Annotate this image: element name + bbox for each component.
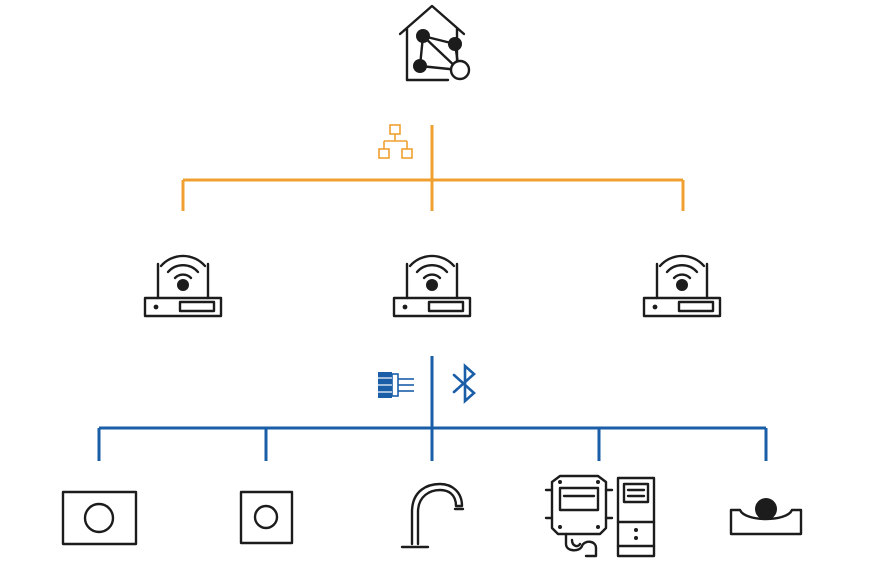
wifi-access-point-icon: [143, 254, 223, 318]
access-point-right: [642, 254, 722, 318]
faucet-icon: [400, 482, 465, 549]
access-point-center: [392, 254, 472, 318]
network-topology-icon: [378, 124, 413, 159]
ethernet-tree: [181, 125, 685, 211]
smart-home-hub-icon: [398, 4, 471, 82]
wifi-access-point-icon: [392, 254, 472, 318]
shower-drain-icon: [729, 498, 803, 536]
wired-connector-icon: [378, 372, 414, 398]
cistern-control-module-icon: [544, 474, 656, 558]
access-point-left: [143, 254, 223, 318]
bluetooth-icon: [452, 363, 476, 404]
flush-plate-small-icon: [239, 490, 294, 545]
device-tree: [97, 356, 768, 461]
flush-plate-large-icon: [61, 490, 138, 546]
wifi-access-point-icon: [642, 254, 722, 318]
